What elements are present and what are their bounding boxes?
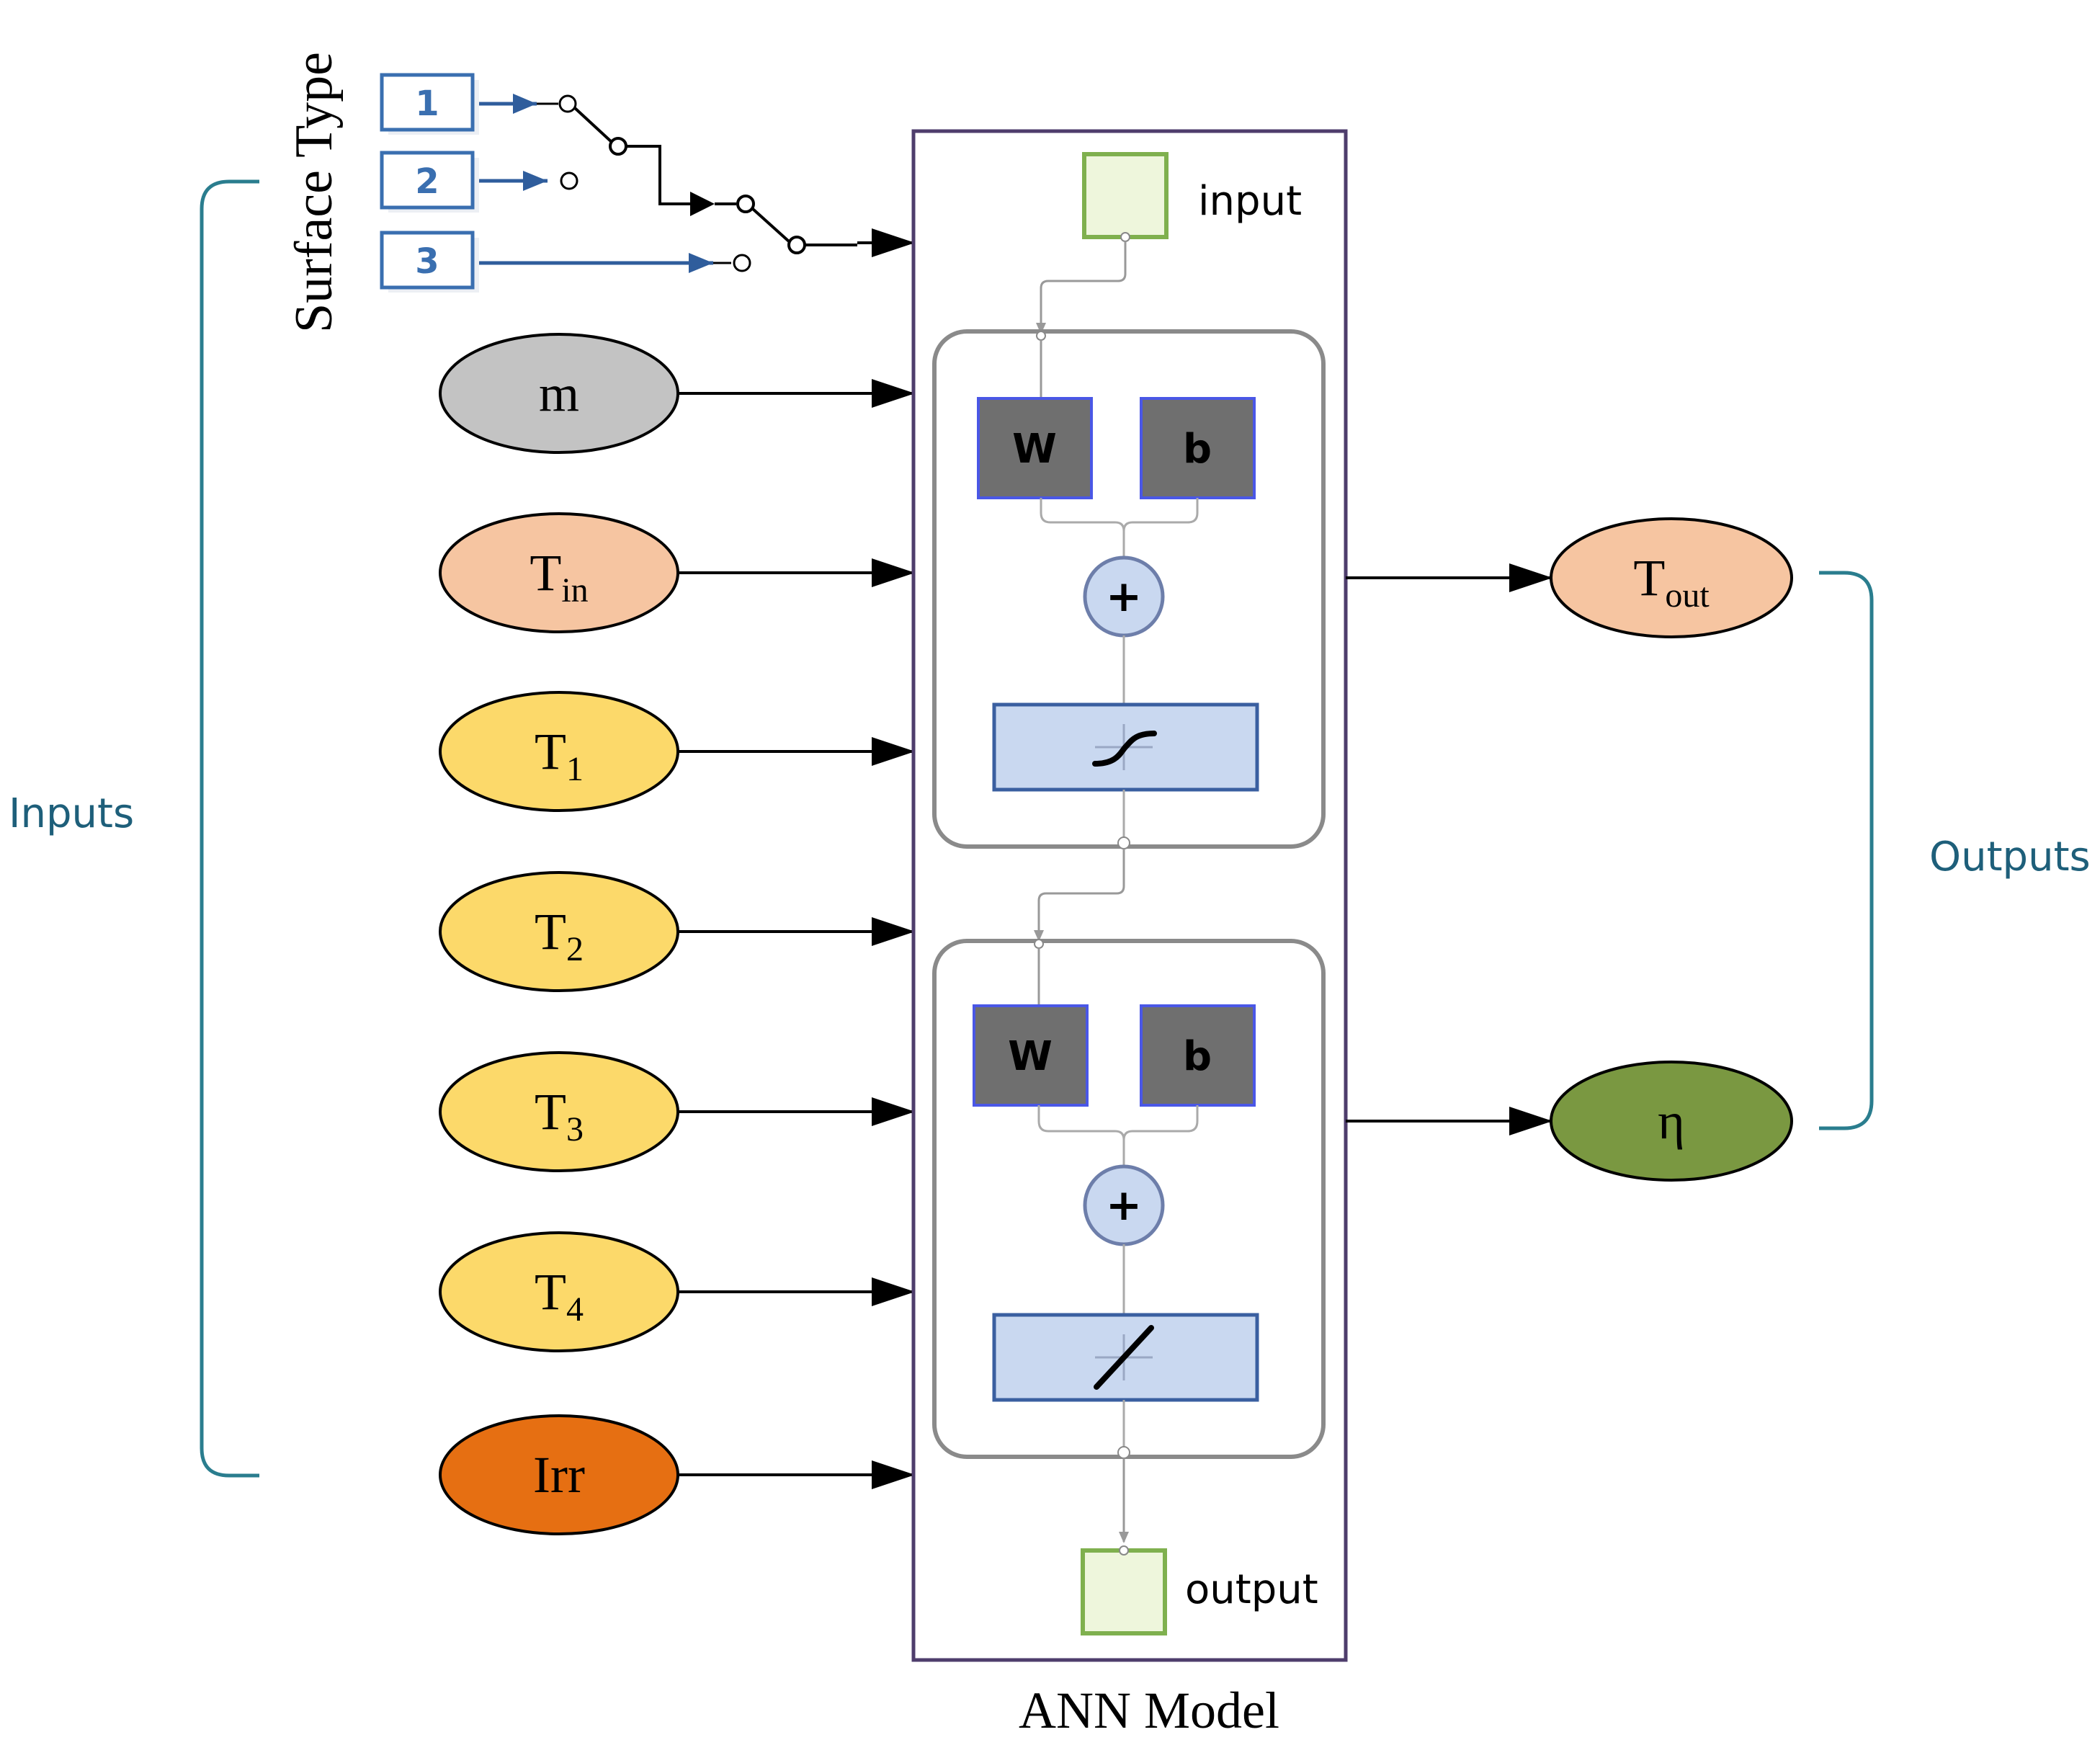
weight-block-2 (973, 1004, 1089, 1107)
weight-label-1: W (1012, 426, 1057, 473)
inputs-label: Inputs (9, 790, 134, 837)
output-label: Tout (1633, 549, 1710, 615)
input-ellipse (439, 1414, 679, 1535)
input-label: Irr (533, 1446, 585, 1504)
constant-block-3: 3 (380, 231, 479, 293)
output-main-text: T (1633, 549, 1665, 607)
ann-model: input W b + (911, 129, 1348, 1739)
input-subscript: 3 (566, 1110, 584, 1148)
input-node: m (439, 333, 679, 454)
switch-wiring (479, 94, 751, 273)
hidden-layer-1: W b + (932, 329, 1326, 849)
input-label: Tin (530, 544, 588, 610)
ann-input-box (1082, 152, 1169, 239)
output-ellipse (1550, 517, 1793, 638)
input-label: T4 (535, 1263, 584, 1329)
input-node: Tin (439, 512, 679, 633)
output-label: η (1658, 1092, 1685, 1150)
output-ellipse (1550, 1061, 1793, 1182)
output-node: Tout (1550, 517, 1793, 638)
input-label: T3 (535, 1083, 584, 1148)
input-node: T3 (439, 1051, 679, 1172)
input-subscript: 4 (566, 1290, 584, 1329)
output-main-text: η (1658, 1092, 1685, 1150)
ann-input-label: input (1198, 178, 1302, 225)
input-node: Irr (439, 1414, 679, 1535)
input-ellipse (439, 691, 679, 812)
input-main-text: T (535, 1083, 566, 1141)
input-subscript: in (561, 571, 588, 610)
input-ellipse (439, 1051, 679, 1172)
weight-label-2: W (1008, 1033, 1053, 1080)
output-nodes: Tout η (1346, 517, 1793, 1182)
input-ellipse (439, 871, 679, 992)
constant-block-1: 1 (380, 73, 479, 135)
output-subscript: out (1665, 576, 1710, 615)
outputs-label: Outputs (1929, 834, 2091, 880)
input-ellipse (439, 1231, 679, 1352)
input-subscript: 2 (566, 930, 584, 968)
input-main-text: T (535, 903, 566, 960)
input-label: m (539, 365, 579, 422)
linear-icon (1094, 1325, 1154, 1390)
bias-label-1: b (1183, 426, 1212, 473)
constant-label-1: 1 (415, 84, 439, 124)
sum-symbol-1: + (1106, 571, 1142, 622)
input-label: T2 (535, 903, 584, 968)
input-main-text: m (539, 365, 579, 422)
input-ellipse (439, 512, 679, 633)
surface-type-title: Surface Type (285, 52, 344, 333)
input-main-text: Irr (533, 1446, 585, 1504)
hidden-layer-2: W b + (932, 939, 1326, 1459)
input-node: T4 (439, 1231, 679, 1352)
inputs-bracket: Inputs (9, 179, 259, 1478)
surface-type-group: Surface Type 1 2 3 (285, 52, 915, 333)
input-main-text: T (530, 544, 561, 602)
ann-model-caption: ANN Model (1019, 1682, 1279, 1739)
output-node: η (1550, 1061, 1793, 1182)
sigmoid-icon (1092, 724, 1157, 770)
switch-contacts (573, 107, 915, 257)
outputs-bracket: Outputs (1819, 571, 2091, 1130)
ann-output-box (1081, 1548, 1167, 1635)
constant-block-2: 2 (380, 151, 479, 213)
ann-output-label: output (1185, 1566, 1318, 1613)
constant-label-2: 2 (415, 161, 439, 202)
input-subscript: 1 (566, 750, 584, 788)
bias-block-2 (1140, 1004, 1256, 1107)
input-label: T1 (535, 723, 584, 788)
input-node: T2 (439, 871, 679, 992)
input-node: T1 (439, 691, 679, 812)
bias-block-1 (1140, 397, 1256, 499)
input-ellipse (439, 333, 679, 454)
sum-symbol-2: + (1106, 1180, 1142, 1231)
input-main-text: T (535, 1263, 566, 1321)
bias-label-2: b (1183, 1033, 1212, 1080)
constant-label-3: 3 (415, 241, 439, 282)
weight-block-1 (977, 397, 1093, 499)
input-main-text: T (535, 723, 566, 780)
